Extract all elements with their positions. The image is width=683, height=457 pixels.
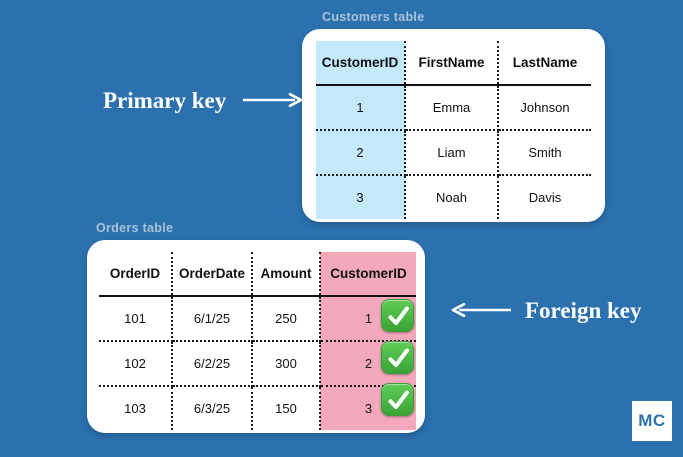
foreign-key-label: Foreign key bbox=[525, 298, 642, 323]
cell-lastname: Davis bbox=[528, 190, 562, 205]
table-row: 102 6/2/25 300 2 bbox=[99, 341, 416, 387]
cell-lastname: Johnson bbox=[498, 85, 591, 131]
orders-table: OrderID OrderDate Amount CustomerID 101 … bbox=[99, 252, 416, 430]
column-header-orderid: OrderID bbox=[99, 252, 173, 297]
cell-amount: 150 bbox=[252, 386, 321, 430]
column-header-amount: Amount bbox=[252, 252, 321, 297]
table-row: 2 Liam Smith bbox=[316, 130, 591, 176]
primary-key-label: Primary key bbox=[103, 88, 227, 113]
cell-amount: 250 bbox=[252, 296, 321, 342]
check-icon bbox=[381, 383, 414, 416]
cell-firstname: Noah bbox=[405, 175, 499, 219]
column-header-customerid: CustomerID bbox=[320, 252, 416, 297]
foreign-key-annotation: Foreign key bbox=[447, 298, 641, 324]
mc-logo: MC bbox=[632, 401, 672, 441]
cell-customerid: 2 bbox=[316, 130, 406, 176]
table-row: 3 Noah Davis bbox=[316, 175, 591, 219]
column-header-firstname: FirstName bbox=[405, 41, 499, 86]
check-icon bbox=[381, 341, 414, 374]
cell-firstname: Liam bbox=[405, 130, 499, 176]
cell-orderdate: 6/3/25 bbox=[172, 386, 253, 430]
cell-orderdate: 6/2/25 bbox=[172, 341, 253, 387]
cell-orderid: 102 bbox=[99, 341, 173, 387]
column-header-lastname: LastName bbox=[498, 41, 591, 86]
customers-table-caption: Customers table bbox=[322, 10, 425, 24]
table-header-row: CustomerID FirstName LastName bbox=[316, 41, 591, 86]
cell-customerid: 1 bbox=[316, 85, 406, 131]
arrow-left-icon bbox=[447, 298, 511, 324]
cell-firstname: Emma bbox=[405, 85, 499, 131]
column-header-customerid: CustomerID bbox=[316, 41, 406, 86]
cell-lastname: Smith bbox=[498, 130, 591, 176]
orders-table-caption: Orders table bbox=[96, 221, 174, 235]
table-row: 101 6/1/25 250 1 bbox=[99, 296, 416, 342]
column-header-orderdate: OrderDate bbox=[172, 252, 253, 297]
primary-key-annotation: Primary key bbox=[103, 88, 307, 114]
customers-table: CustomerID FirstName LastName 1 Emma Joh… bbox=[316, 41, 591, 219]
cell-amount: 300 bbox=[252, 341, 321, 387]
cell-orderid: 101 bbox=[99, 296, 173, 342]
mc-logo-text: MC bbox=[638, 411, 666, 430]
arrow-right-icon bbox=[243, 88, 307, 114]
cell-orderdate: 6/1/25 bbox=[172, 296, 253, 342]
table-header-row: OrderID OrderDate Amount CustomerID bbox=[99, 252, 416, 297]
check-icon bbox=[381, 299, 414, 332]
customers-table-card: CustomerID FirstName LastName 1 Emma Joh… bbox=[302, 29, 605, 222]
table-row: 1 Emma Johnson bbox=[316, 85, 591, 131]
cell-customerid: 3 bbox=[316, 175, 406, 219]
orders-table-card: OrderID OrderDate Amount CustomerID 101 … bbox=[87, 240, 425, 433]
cell-orderid: 103 bbox=[99, 386, 173, 430]
table-row: 103 6/3/25 150 3 bbox=[99, 386, 416, 430]
